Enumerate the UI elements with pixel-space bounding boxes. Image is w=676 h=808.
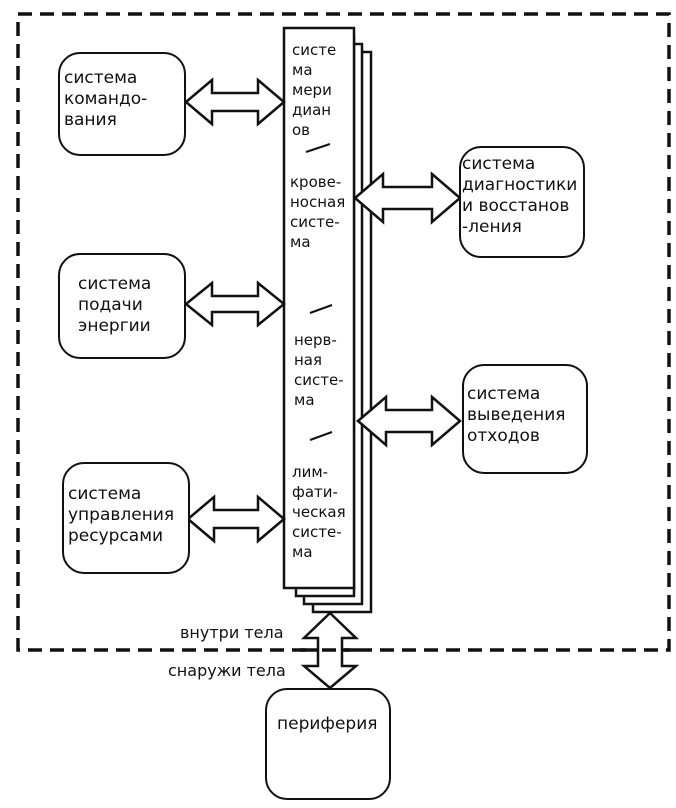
blood-system-label: крове- носная систе- ма (290, 173, 346, 251)
section-divider (309, 304, 333, 314)
outside-body-label: снаружи тела (168, 661, 286, 680)
energy-supply-label: система подачи энергии (78, 274, 152, 336)
central-column (282, 26, 356, 590)
section-divider (305, 143, 331, 153)
diagnostics-restoration-box (459, 146, 585, 258)
periphery-box (265, 688, 391, 800)
command-system-label: система командо- вания (64, 68, 148, 130)
resource-management-label: система управления ресурсами (68, 484, 175, 546)
double-arrow-command (184, 77, 286, 127)
diagnostics-restoration-label: система диагностики и восстанов -ления (462, 154, 578, 237)
waste-removal-box (462, 364, 588, 474)
inside-body-label: внутри тела (180, 623, 284, 642)
nervous-system-label: нерв- ная систе- ма (294, 331, 344, 409)
double-arrow-waste (356, 394, 462, 448)
waste-removal-label: система выведения отходов (467, 384, 566, 446)
body-boundary (16, 12, 671, 652)
periphery-label: периферия (277, 714, 378, 734)
section-divider (309, 431, 333, 441)
lymphatic-system-label: лим- фати- ческая систе- ма (292, 463, 346, 561)
double-arrow-energy (184, 280, 286, 328)
energy-supply-box (58, 253, 186, 359)
double-arrow-resources (186, 494, 286, 544)
resource-management-box (62, 462, 190, 574)
meridian-system-label: систе ма мери диан ов (292, 41, 337, 139)
command-system-box (58, 52, 186, 156)
